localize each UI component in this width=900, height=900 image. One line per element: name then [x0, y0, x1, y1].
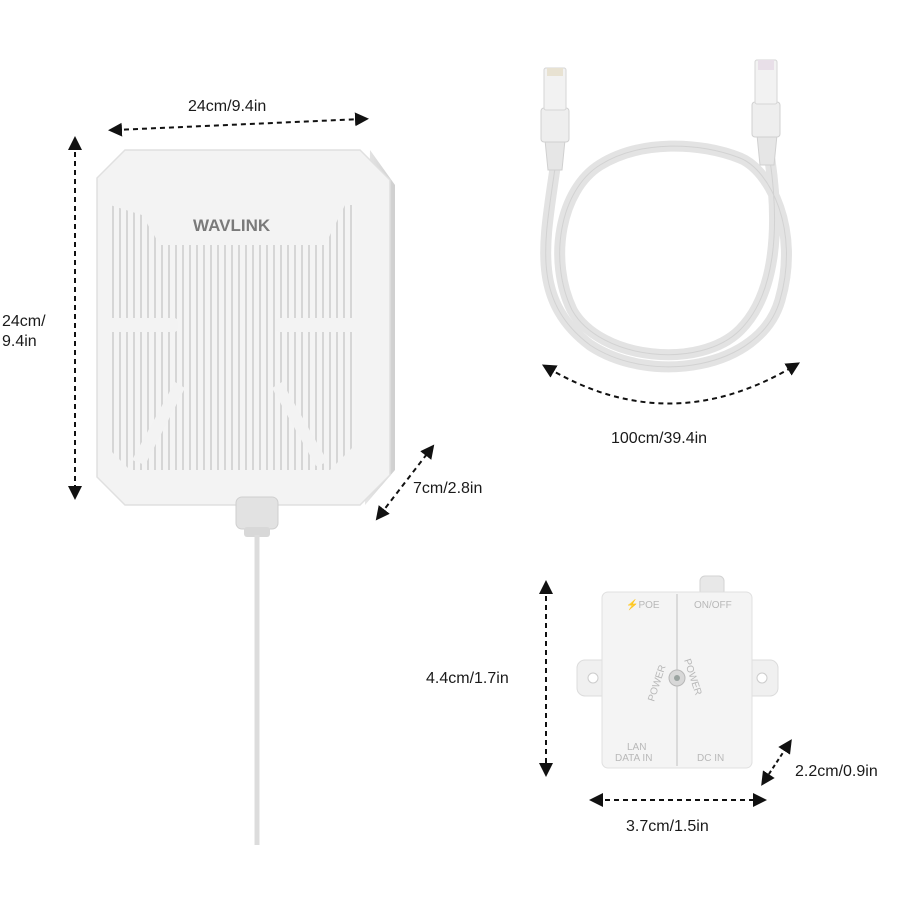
router-depth-label: 7cm/2.8in [413, 480, 483, 497]
injector-height-label: 4.4cm/1.7in [426, 670, 509, 687]
brand-logo: WAVLINK [193, 216, 271, 235]
on-off-label: ON/OFF [694, 600, 732, 611]
poe-injector [576, 575, 779, 769]
cable-length-arrow [541, 362, 801, 405]
lan-label: LAN [627, 742, 646, 753]
poe-label: ⚡POE [626, 598, 660, 611]
cable-length-label: 100cm/39.4in [611, 430, 708, 447]
data-in-label: DATA IN [615, 753, 652, 764]
injector-width-label: 3.7cm/1.5in [626, 818, 709, 835]
ethernet-cable [540, 59, 792, 373]
router-width-label: 24cm/9.4in [188, 98, 267, 115]
dc-in-label: DC IN [697, 753, 724, 764]
router-depth-arrow [375, 444, 435, 521]
injector-depth-label: 2.2cm/0.9in [795, 763, 878, 780]
outdoor-router [96, 149, 395, 845]
router-height-label-line2: 9.4in [2, 333, 37, 350]
injector-depth-arrow [761, 739, 792, 786]
router-height-label-line1: 24cm/ [2, 313, 46, 330]
router-width-arrow [108, 112, 369, 137]
